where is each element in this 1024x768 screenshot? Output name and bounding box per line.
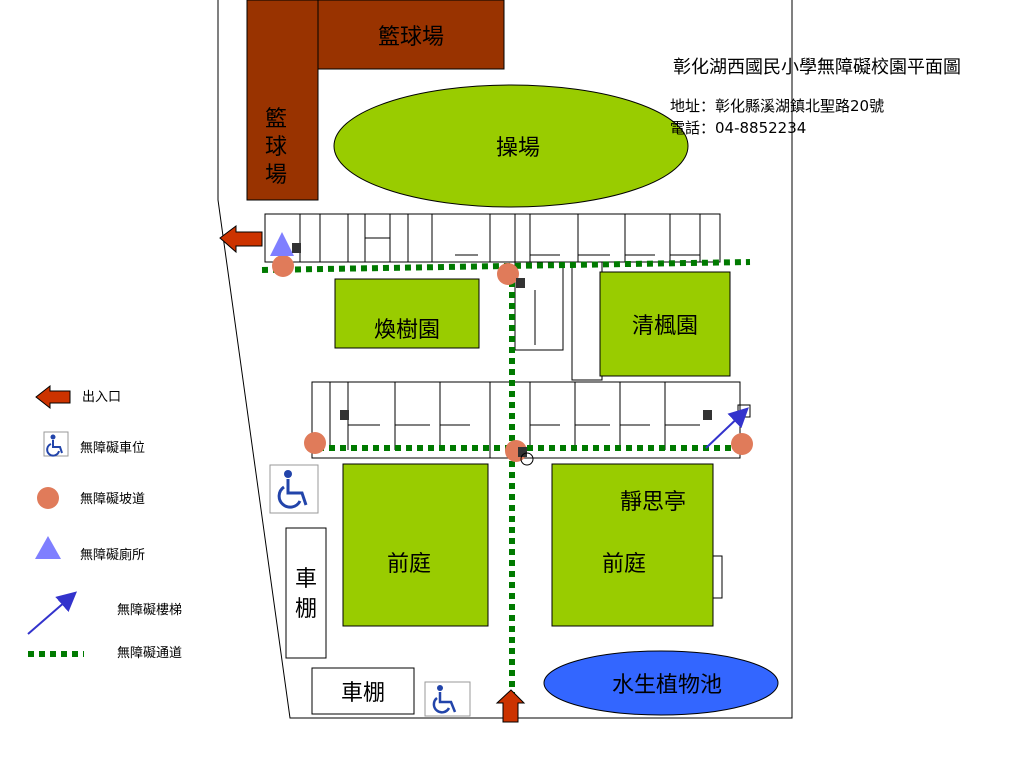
aquatic-plant-pond: 水生植物池 xyxy=(543,650,779,716)
campus-boundary xyxy=(217,0,793,719)
wheelchair-icon xyxy=(269,464,319,514)
svg-text:清楓園: 清楓園 xyxy=(632,314,698,339)
svg-text:無障礙車位: 無障礙車位 xyxy=(80,441,145,456)
svg-text:棚: 棚 xyxy=(295,597,317,622)
jingsi-pavilion-label: 靜思亭 xyxy=(620,490,686,515)
address-text: 地址：彰化縣溪湖鎮北聖路20號 xyxy=(670,97,884,115)
svg-text:車棚: 車棚 xyxy=(341,681,385,706)
accessible-ramps xyxy=(272,255,753,462)
playground: 操場 xyxy=(333,84,689,208)
ramp-dot-icon xyxy=(304,432,326,454)
svg-text:車: 車 xyxy=(295,567,317,592)
bike-shed-vertical: 車 棚 xyxy=(285,527,327,659)
ramp-dot-icon xyxy=(37,487,59,509)
entrance-arrow-icon xyxy=(219,225,263,254)
svg-text:籃球場: 籃球場 xyxy=(378,25,444,50)
toilet-triangle-icon xyxy=(270,232,294,256)
wheelchair-icon xyxy=(43,431,69,457)
qingfeng-garden: 清楓園 xyxy=(599,271,731,377)
phone-text: 電話：04-8852234 xyxy=(670,119,806,137)
stairs-arrow-icon xyxy=(27,591,78,635)
huanshu-garden: 煥樹園 xyxy=(334,278,480,349)
ramp-dot-icon xyxy=(731,433,753,455)
basketball-court-side: 籃 球 場 xyxy=(246,0,319,201)
elevator-icon xyxy=(292,243,712,457)
front-courtyard-right: 靜思亭 前庭 xyxy=(551,463,714,627)
svg-text:無障礙樓梯: 無障礙樓梯 xyxy=(117,603,182,618)
svg-text:前庭: 前庭 xyxy=(602,552,646,577)
front-courtyard-left: 前庭 xyxy=(342,463,489,627)
bike-shed-bottom: 車棚 xyxy=(311,667,415,715)
svg-text:煥樹園: 煥樹園 xyxy=(374,318,440,343)
stairs-arrow-icon xyxy=(705,407,749,449)
toilet-triangle-icon xyxy=(35,536,61,559)
ramp-dot-icon xyxy=(272,255,294,277)
svg-text:無障礙廁所: 無障礙廁所 xyxy=(80,547,145,563)
svg-text:操場: 操場 xyxy=(496,136,540,161)
basketball-court-top: 籃球場 xyxy=(317,0,505,70)
entrance-arrow-icon xyxy=(495,689,526,723)
svg-text:場: 場 xyxy=(265,163,287,188)
svg-text:無障礙通道: 無障礙通道 xyxy=(117,646,182,661)
svg-text:出入口: 出入口 xyxy=(82,390,121,405)
ramp-dot-icon xyxy=(497,263,519,285)
pavilion-wall xyxy=(713,555,723,599)
svg-text:籃: 籃 xyxy=(265,107,287,132)
svg-text:前庭: 前庭 xyxy=(387,552,431,577)
svg-text:球: 球 xyxy=(265,135,287,160)
entrance-arrow-icon xyxy=(35,384,71,410)
map-title: 彰化湖西國民小學無障礙校園平面圖 xyxy=(673,57,961,78)
svg-text:水生植物池: 水生植物池 xyxy=(612,673,722,698)
wheelchair-icon xyxy=(424,681,471,717)
svg-text:無障礙坡道: 無障礙坡道 xyxy=(80,492,145,507)
north-building xyxy=(264,213,721,263)
map-legend: 出入口 無障礙車位 無障礙坡道 無障礙廁所 無障礙樓梯 無障礙通道 xyxy=(27,384,182,661)
central-wing xyxy=(514,261,603,381)
exit-marker-icon xyxy=(520,452,534,466)
